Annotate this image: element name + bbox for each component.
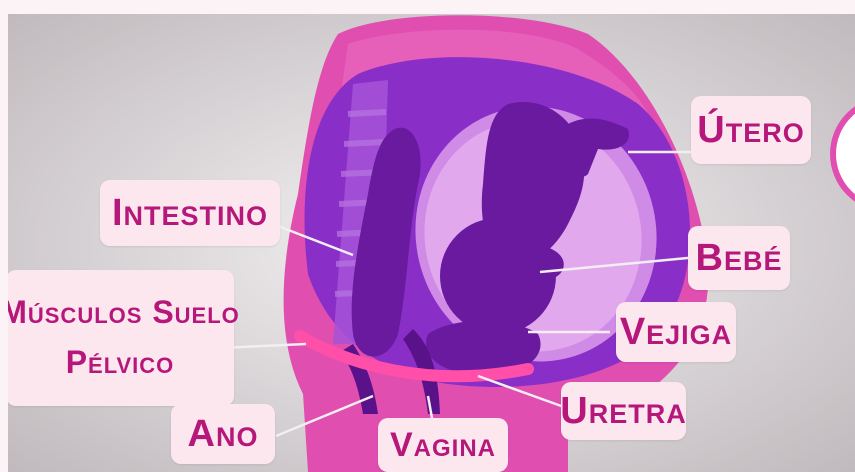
label-musculos-suelo-pelvico: Músculos Suelo Pélvico [8, 270, 234, 406]
label-vejiga-text: Vejiga [620, 311, 732, 354]
label-ano-text: Ano [188, 413, 259, 456]
label-musculos-line2: Pélvico [66, 346, 175, 380]
label-intestino: Intestino [100, 180, 280, 246]
label-intestino-text: Intestino [112, 192, 268, 235]
label-uretra: Uretra [561, 382, 686, 440]
label-uretra-text: Uretra [560, 390, 686, 433]
label-vejiga: Vejiga [616, 302, 736, 362]
label-bebe: Bebé [688, 226, 790, 290]
label-utero: Útero [691, 96, 811, 164]
diagram-stage: Útero Intestino Bebé Músculos Suelo Pélv… [8, 14, 855, 472]
label-bebe-text: Bebé [696, 237, 783, 280]
label-ano: Ano [171, 404, 275, 464]
label-musculos-line1: Músculos Suelo [8, 296, 240, 330]
label-vagina: Vagina [378, 418, 508, 472]
label-vagina-text: Vagina [390, 426, 496, 465]
label-utero-text: Útero [697, 109, 804, 152]
